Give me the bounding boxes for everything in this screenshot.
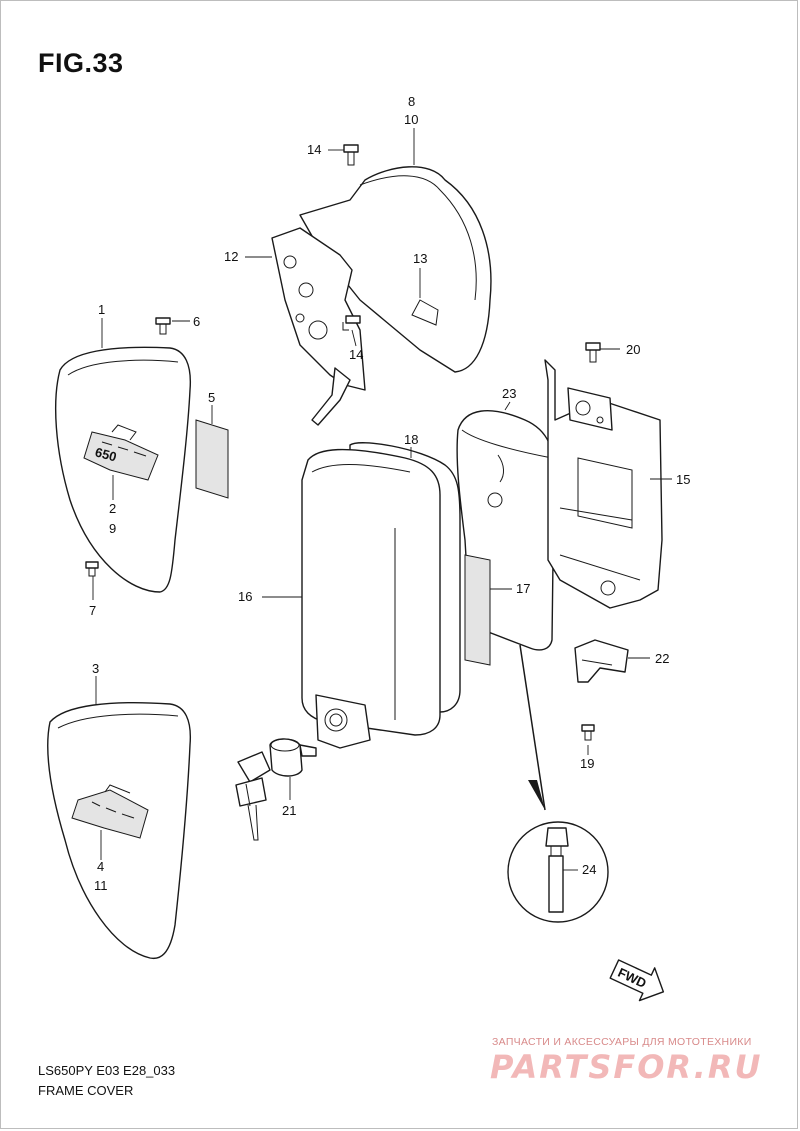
seat-cover-23 bbox=[456, 410, 555, 666]
label-16: 16 bbox=[238, 589, 252, 604]
bracket-15 bbox=[544, 359, 663, 609]
model-code: LS650PY E03 E28_033 bbox=[38, 1063, 176, 1078]
label-11: 11 bbox=[94, 878, 108, 893]
label-24: 24 bbox=[582, 862, 596, 877]
label-12: 12 bbox=[224, 249, 238, 264]
screw-14-mid bbox=[342, 315, 361, 331]
rear-bracket-cover bbox=[271, 166, 492, 426]
emblem-650: 650 bbox=[93, 444, 118, 464]
fwd-arrow-icon: FWD bbox=[609, 959, 665, 1002]
emblem-text: 650 bbox=[93, 444, 118, 464]
figure-title: FIG.33 bbox=[38, 48, 124, 78]
label-5: 5 bbox=[208, 390, 215, 405]
clip-22 bbox=[574, 639, 629, 683]
label-2: 2 bbox=[109, 501, 116, 516]
lock-set bbox=[235, 738, 317, 841]
label-17: 17 bbox=[516, 581, 530, 596]
label-20: 20 bbox=[626, 342, 640, 357]
label-9: 9 bbox=[109, 521, 116, 536]
part-labels: 8 10 14 12 13 14 1 6 5 2 9 7 3 4 11 16 1… bbox=[89, 94, 690, 893]
label-8: 8 bbox=[408, 94, 415, 109]
screw-20 bbox=[585, 342, 601, 363]
label-14-mid: 14 bbox=[349, 347, 363, 362]
label-6: 6 bbox=[193, 314, 200, 329]
screw-6 bbox=[155, 317, 171, 335]
frame-cover-lower bbox=[47, 702, 192, 960]
screw-14-top bbox=[343, 144, 359, 166]
label-10: 10 bbox=[404, 112, 418, 127]
figure-caption: FRAME COVER bbox=[38, 1083, 134, 1098]
label-7: 7 bbox=[89, 603, 96, 618]
label-21: 21 bbox=[282, 803, 296, 818]
label-3: 3 bbox=[92, 661, 99, 676]
watermark-subtitle: ЗАПЧАСТИ И АКСЕССУАРЫ ДЛЯ МОТОТЕХНИКИ bbox=[492, 1036, 752, 1048]
label-4: 4 bbox=[97, 859, 104, 874]
label-13: 13 bbox=[413, 251, 427, 266]
label-15: 15 bbox=[676, 472, 690, 487]
label-19: 19 bbox=[580, 756, 594, 771]
label-22: 22 bbox=[655, 651, 669, 666]
label-23: 23 bbox=[502, 386, 516, 401]
screw-7 bbox=[85, 561, 99, 577]
label-14-top: 14 bbox=[307, 142, 321, 157]
detail-24 bbox=[507, 644, 609, 923]
label-18: 18 bbox=[404, 432, 418, 447]
cushion-5 bbox=[195, 419, 229, 499]
leader-lines bbox=[92, 128, 672, 871]
screw-19 bbox=[581, 724, 595, 741]
frame-cover-upper bbox=[55, 346, 192, 593]
tool-box bbox=[301, 442, 461, 749]
label-1: 1 bbox=[98, 302, 105, 317]
watermark-logo: PARTSFOR.RU bbox=[490, 1048, 763, 1086]
